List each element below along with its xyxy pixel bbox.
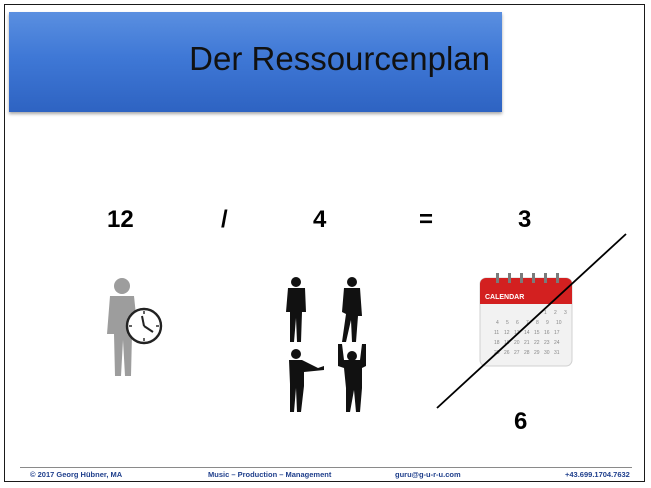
result-number: 3 xyxy=(518,206,532,233)
svg-text:29: 29 xyxy=(534,350,540,356)
svg-text:16: 16 xyxy=(544,330,550,336)
svg-text:12: 12 xyxy=(504,330,510,336)
corrected-result-number: 6 xyxy=(514,408,528,435)
svg-text:13: 13 xyxy=(514,330,520,336)
svg-text:11: 11 xyxy=(494,330,499,336)
svg-text:24: 24 xyxy=(554,340,560,346)
footer-divider xyxy=(20,467,632,468)
svg-text:20: 20 xyxy=(514,340,520,346)
calendar-header-label: CALENDAR xyxy=(485,294,524,301)
svg-text:27: 27 xyxy=(514,350,520,356)
svg-text:15: 15 xyxy=(534,330,540,336)
svg-text:26: 26 xyxy=(504,350,510,356)
svg-text:18: 18 xyxy=(494,340,500,346)
svg-text:31: 31 xyxy=(554,350,560,356)
svg-text:9: 9 xyxy=(546,320,549,326)
footer-tagline: Music – Production – Management xyxy=(208,470,332,479)
svg-text:4: 4 xyxy=(496,320,499,326)
hours-number: 12 xyxy=(107,206,134,233)
svg-text:30: 30 xyxy=(544,350,550,356)
svg-text:28: 28 xyxy=(524,350,530,356)
footer-phone: +43.699.1704.7632 xyxy=(565,470,630,479)
svg-text:2: 2 xyxy=(554,310,557,316)
svg-text:14: 14 xyxy=(524,330,530,336)
people-number: 4 xyxy=(313,206,327,233)
svg-text:7: 7 xyxy=(526,320,529,326)
footer-copyright: © 2017 Georg Hübner, MA xyxy=(30,470,123,479)
svg-text:21: 21 xyxy=(524,340,530,346)
svg-text:23: 23 xyxy=(544,340,550,346)
svg-text:6: 6 xyxy=(516,320,519,326)
svg-text:1: 1 xyxy=(544,310,547,316)
svg-text:8: 8 xyxy=(536,320,539,326)
divide-operator: / xyxy=(221,206,228,233)
svg-text:5: 5 xyxy=(506,320,509,326)
slide-title: Der Ressourcenplan xyxy=(189,40,490,77)
svg-text:22: 22 xyxy=(534,340,540,346)
team-silhouettes-icon xyxy=(286,277,366,412)
footer-email: guru@g-u-r-u.com xyxy=(395,470,461,479)
svg-text:17: 17 xyxy=(554,330,560,336)
svg-text:3: 3 xyxy=(564,310,567,316)
title-bar: Der Ressourcenplan xyxy=(9,12,502,112)
equals-operator: = xyxy=(419,206,434,233)
svg-text:10: 10 xyxy=(556,320,562,326)
clock-person-icon xyxy=(107,278,163,376)
